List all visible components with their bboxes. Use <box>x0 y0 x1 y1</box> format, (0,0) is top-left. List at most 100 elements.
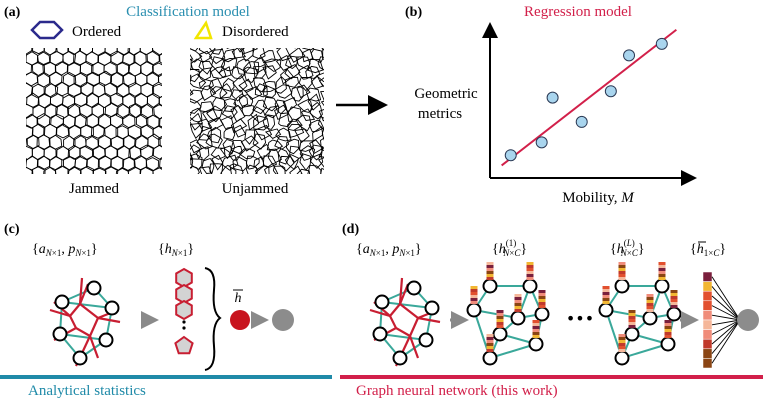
cell <box>44 83 59 99</box>
data-point <box>604 85 617 98</box>
feature-cell <box>670 296 678 299</box>
cell <box>253 115 270 131</box>
cell <box>287 118 303 131</box>
cell <box>159 53 162 64</box>
cell <box>85 51 99 67</box>
cell <box>26 48 33 55</box>
cell <box>280 68 294 85</box>
voronoi-edge <box>75 327 91 337</box>
feature-cell <box>486 277 494 280</box>
cell <box>26 61 32 76</box>
c-input-set-label: {aN×1, pN×1} <box>32 242 98 258</box>
cell <box>231 48 247 59</box>
cell <box>266 139 284 151</box>
caption-jammed: Jammed <box>69 181 119 197</box>
voronoi-edge <box>69 303 81 317</box>
cell <box>264 128 282 139</box>
cell <box>172 136 184 149</box>
cell <box>103 61 117 76</box>
pooled-cell <box>702 271 713 282</box>
pooled-cell <box>702 329 713 340</box>
cell <box>26 138 28 147</box>
cell <box>289 145 304 163</box>
feature-cell <box>532 323 540 326</box>
voronoi-edge <box>88 335 100 359</box>
cell <box>285 55 299 70</box>
cell <box>320 137 324 151</box>
feature-cell <box>628 322 636 325</box>
cell <box>305 87 322 102</box>
cell <box>159 116 162 128</box>
feature-cell <box>496 319 504 322</box>
cell <box>243 61 260 75</box>
cell <box>158 135 162 148</box>
ellipsis-dot <box>182 320 186 324</box>
cell <box>238 78 254 93</box>
cell <box>190 122 203 139</box>
cell <box>289 165 303 174</box>
feature-cell <box>486 343 494 346</box>
feature-cell <box>646 297 654 300</box>
feature-cell <box>618 268 626 271</box>
cell <box>190 54 194 60</box>
cell <box>198 60 213 75</box>
feature-cell <box>514 297 522 300</box>
feature-cell <box>470 301 478 304</box>
feature-cell <box>526 271 534 274</box>
panel-a-label: (a) <box>4 5 21 20</box>
feature-cell <box>486 265 494 268</box>
cell <box>190 113 191 115</box>
feature-cell <box>496 313 504 316</box>
cell <box>259 50 276 64</box>
d-layerL-label: {h(L)N×C} <box>610 238 645 258</box>
cell <box>252 77 268 93</box>
panel-a-title: Classification model <box>126 4 250 20</box>
cell <box>229 163 244 174</box>
feature-cell <box>618 346 626 349</box>
feature-cell <box>658 271 666 274</box>
feature-cell <box>618 343 626 346</box>
cell <box>140 82 155 98</box>
feature-cell <box>646 309 654 312</box>
graph-node <box>510 310 526 326</box>
graph-edge <box>59 333 107 341</box>
feature-cell <box>618 271 626 274</box>
graph-edge <box>381 301 433 309</box>
cell <box>320 100 324 107</box>
cell <box>318 77 324 88</box>
cell <box>253 156 265 172</box>
feature-cell <box>526 274 534 277</box>
cell <box>92 48 106 57</box>
cell <box>36 155 50 171</box>
data-point <box>535 136 548 149</box>
fit-line <box>501 28 677 167</box>
cell-node <box>424 300 440 316</box>
cell <box>312 126 324 142</box>
cell-node <box>406 280 422 296</box>
voronoi-edge <box>49 308 71 318</box>
cell <box>241 104 255 117</box>
cell <box>263 162 279 174</box>
cell <box>62 114 76 130</box>
cell <box>127 124 142 140</box>
cell <box>43 145 57 161</box>
cell <box>210 66 227 79</box>
cell <box>222 77 235 92</box>
gnn-layer-l-graph <box>598 262 682 366</box>
cell-shape-icon <box>175 299 193 321</box>
cell <box>274 84 293 99</box>
feature-cell <box>658 265 666 268</box>
cell <box>79 145 93 161</box>
cell <box>236 58 252 75</box>
cell <box>238 148 256 160</box>
graph-edge <box>61 301 113 309</box>
cell <box>50 92 64 108</box>
pooled-cell <box>702 290 713 302</box>
cell <box>309 139 324 155</box>
cell <box>152 167 162 174</box>
cell <box>134 92 148 109</box>
cell <box>175 163 189 177</box>
cell <box>256 143 272 161</box>
voronoi-edge <box>69 315 77 329</box>
cell <box>172 114 185 128</box>
